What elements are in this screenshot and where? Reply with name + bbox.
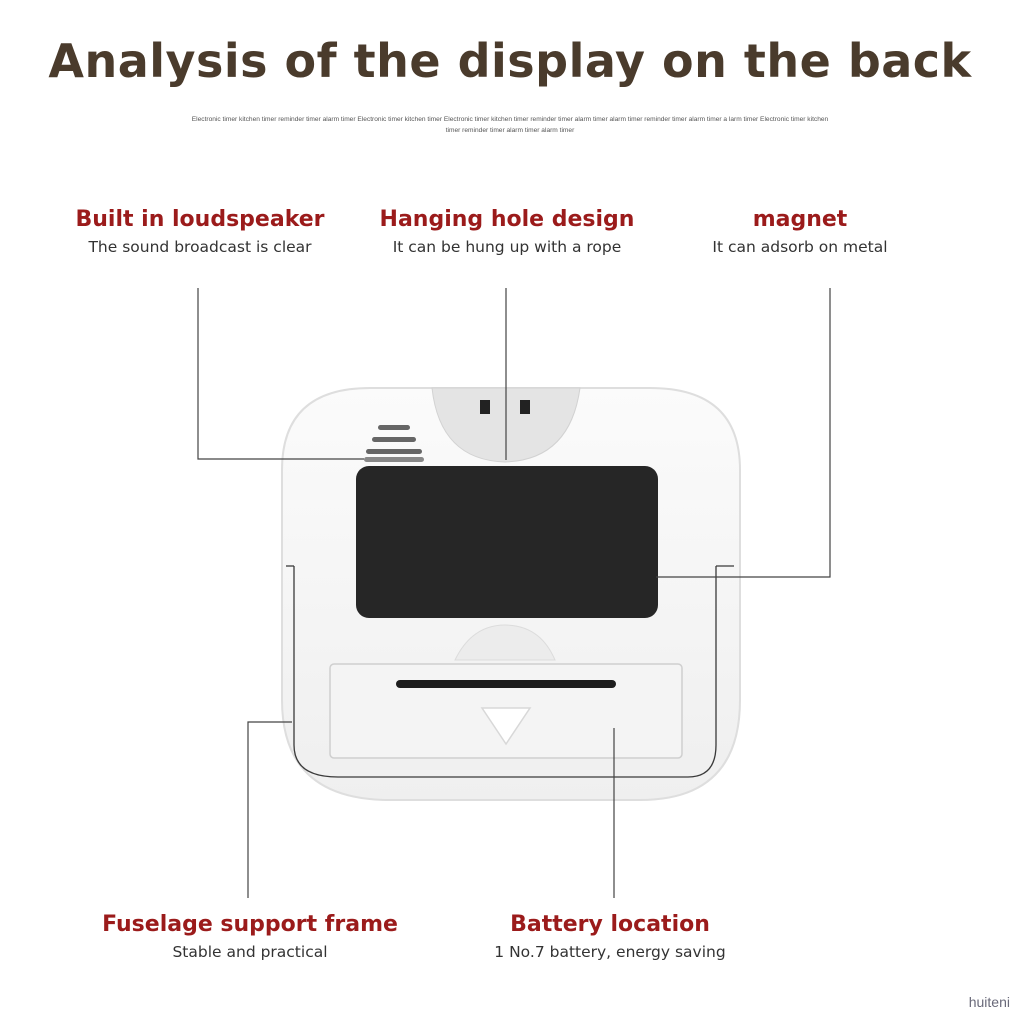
subtitle-text: Electronic timer kitchen timer reminder …	[191, 116, 829, 134]
callout-magnet-desc: It can adsorb on metal	[712, 238, 888, 256]
watermark: huiteni	[968, 994, 1010, 1010]
callout-loudspeaker: Built in loudspeaker The sound broadcast…	[60, 207, 340, 256]
callout-magnet: magnet It can adsorb on metal	[670, 207, 930, 256]
leader-lines	[197, 288, 831, 898]
callout-battery-desc: 1 No.7 battery, energy saving	[494, 943, 726, 961]
display-screen	[356, 466, 658, 618]
callout-hanging-hole-desc: It can be hung up with a rope	[392, 238, 622, 256]
battery-cover-slot	[396, 680, 616, 688]
page-title: Analysis of the display on the back	[48, 34, 972, 88]
callout-loudspeaker-desc: The sound broadcast is clear	[88, 238, 312, 256]
leader-magnet	[656, 288, 831, 578]
hanging-slot-left	[480, 400, 490, 414]
arrow-down-icon	[480, 707, 532, 746]
callout-loudspeaker-title: Built in loudspeaker	[75, 207, 325, 232]
callout-support-frame-desc: Stable and practical	[172, 943, 328, 961]
hanging-slot-right	[520, 400, 530, 414]
callout-support-frame: Fuselage support frame Stable and practi…	[95, 912, 405, 961]
callout-battery-title: Battery location	[510, 912, 710, 937]
callout-magnet-title: magnet	[752, 207, 848, 232]
leader-support-frame	[247, 721, 292, 898]
leader-loudspeaker	[197, 288, 364, 460]
speaker-grille-icon	[364, 425, 424, 462]
callout-hanging-hole: Hanging hole design It can be hung up wi…	[352, 207, 662, 256]
support-frame-outline	[293, 566, 717, 778]
callout-hanging-hole-title: Hanging hole design	[379, 207, 635, 232]
callout-support-frame-title: Fuselage support frame	[102, 912, 398, 937]
stand-hinge	[454, 624, 556, 661]
callout-battery: Battery location 1 No.7 battery, energy …	[460, 912, 760, 961]
